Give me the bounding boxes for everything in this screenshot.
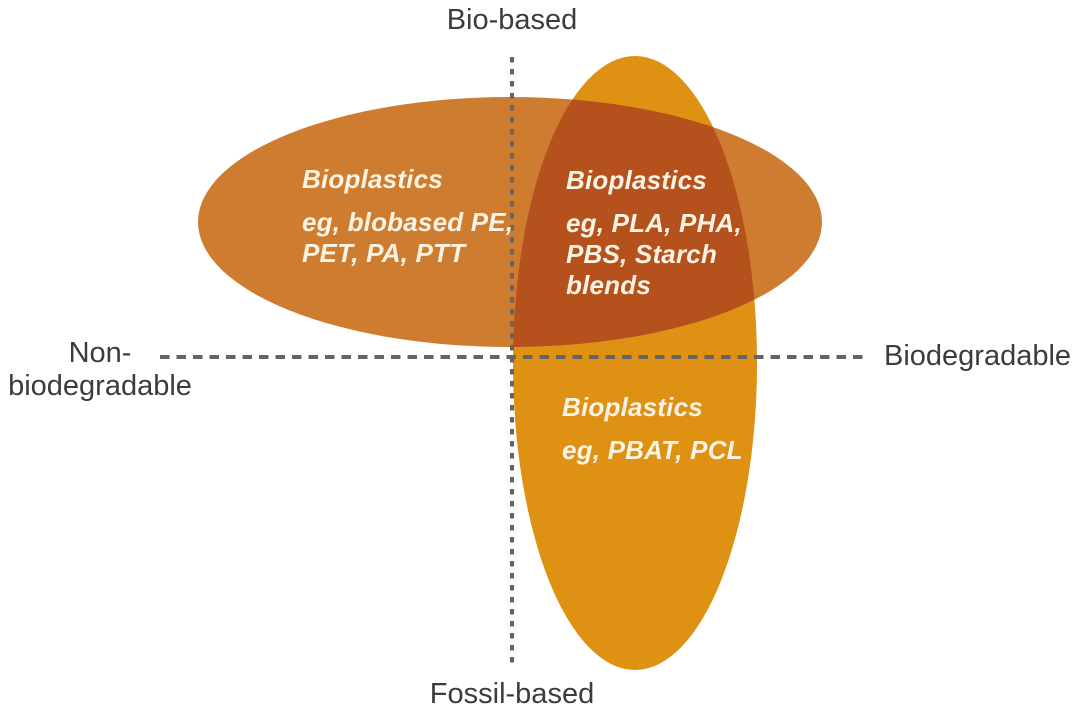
overlap-region — [513, 97, 757, 347]
axis-label-fossil-based: Fossil-based — [429, 678, 595, 710]
region-example-line: PBS, Starch — [566, 239, 718, 269]
axis-label-non-biodegradable-line2: biodegradable — [8, 370, 192, 402]
region-title: Bioplastics — [302, 164, 443, 194]
region-example-line: eg, blobased PE, — [302, 207, 514, 237]
region-example-line: blends — [566, 270, 651, 300]
region-examples: eg, blobased PE, PET, PA, PTT — [302, 207, 513, 269]
axis-label-bio-based: Bio-based — [446, 4, 578, 36]
region-label-biobased-biodegradable: Bioplastics eg, PLA, PHA, PBS, Starch bl… — [566, 165, 742, 301]
axis-label-non-biodegradable: Non- biodegradable — [0, 337, 200, 403]
region-title: Bioplastics — [566, 165, 707, 195]
region-label-fossilbased-biodegradable: Bioplastics eg, PBAT, PCL — [562, 392, 743, 466]
region-examples: eg, PBAT, PCL — [562, 435, 743, 466]
axis-label-biodegradable: Biodegradable — [884, 340, 1072, 372]
region-examples: eg, PLA, PHA, PBS, Starch blends — [566, 208, 742, 301]
region-example-line: eg, PLA, PHA, — [566, 208, 742, 238]
region-example-line: PET, PA, PTT — [302, 238, 466, 268]
region-title: Bioplastics — [562, 392, 703, 422]
axis-label-non-biodegradable-line1: Non- — [68, 337, 132, 369]
region-label-biobased-nonbiodegradable: Bioplastics eg, blobased PE, PET, PA, PT… — [302, 164, 513, 269]
region-example-line: eg, PBAT, PCL — [562, 435, 743, 465]
